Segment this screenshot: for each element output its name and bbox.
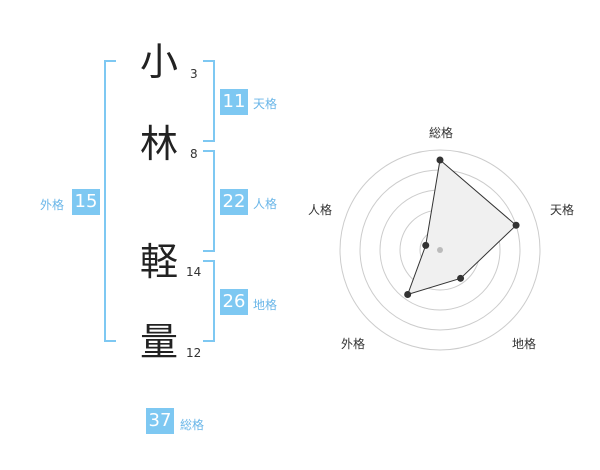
tenkaku-bracket <box>203 60 215 142</box>
name-char-1: 小 <box>139 40 178 84</box>
soukaku-badge: 37 <box>146 408 174 434</box>
jinkaku-label: 人格 <box>253 197 278 211</box>
stroke-count-4: 12 <box>186 346 202 360</box>
name-char-4: 量 <box>139 320 178 364</box>
chikaku-label: 地格 <box>253 298 278 312</box>
radar-polygon <box>406 159 517 296</box>
jinkaku-bracket <box>203 150 215 252</box>
radar-label-right: 天格 <box>549 203 574 217</box>
radar-label-bottom-right: 地格 <box>511 337 536 351</box>
stroke-count-1: 3 <box>190 67 198 81</box>
soukaku-label: 総格 <box>180 418 205 432</box>
stroke-count-2: 8 <box>190 147 198 161</box>
radar-points <box>404 156 520 298</box>
chikaku-badge: 26 <box>220 289 248 315</box>
radar-center-dot <box>437 247 443 253</box>
jinkaku-badge: 22 <box>220 189 248 215</box>
radar-label-bottom-left: 外格 <box>340 337 365 351</box>
radar-point-tenkaku <box>512 221 520 229</box>
tenkaku-label: 天格 <box>253 97 278 111</box>
gaikaku-label: 外格 <box>40 198 65 212</box>
gaikaku-bracket <box>104 60 116 342</box>
radar-point-jinkaku <box>422 241 430 249</box>
tenkaku-badge: 11 <box>220 89 248 115</box>
chikaku-bracket <box>203 260 215 342</box>
name-char-3: 軽 <box>139 240 178 284</box>
radar-point-chikaku <box>457 274 465 282</box>
radar-label-left: 人格 <box>307 203 332 217</box>
gaikaku-badge: 15 <box>72 189 100 215</box>
radar-point-gaikaku <box>404 290 412 298</box>
radar-point-soukaku <box>436 156 444 164</box>
radar-label-top: 総格 <box>428 126 453 140</box>
radar-ring-5 <box>339 149 541 351</box>
name-char-2: 林 <box>139 122 178 166</box>
stroke-count-3: 14 <box>186 265 202 279</box>
